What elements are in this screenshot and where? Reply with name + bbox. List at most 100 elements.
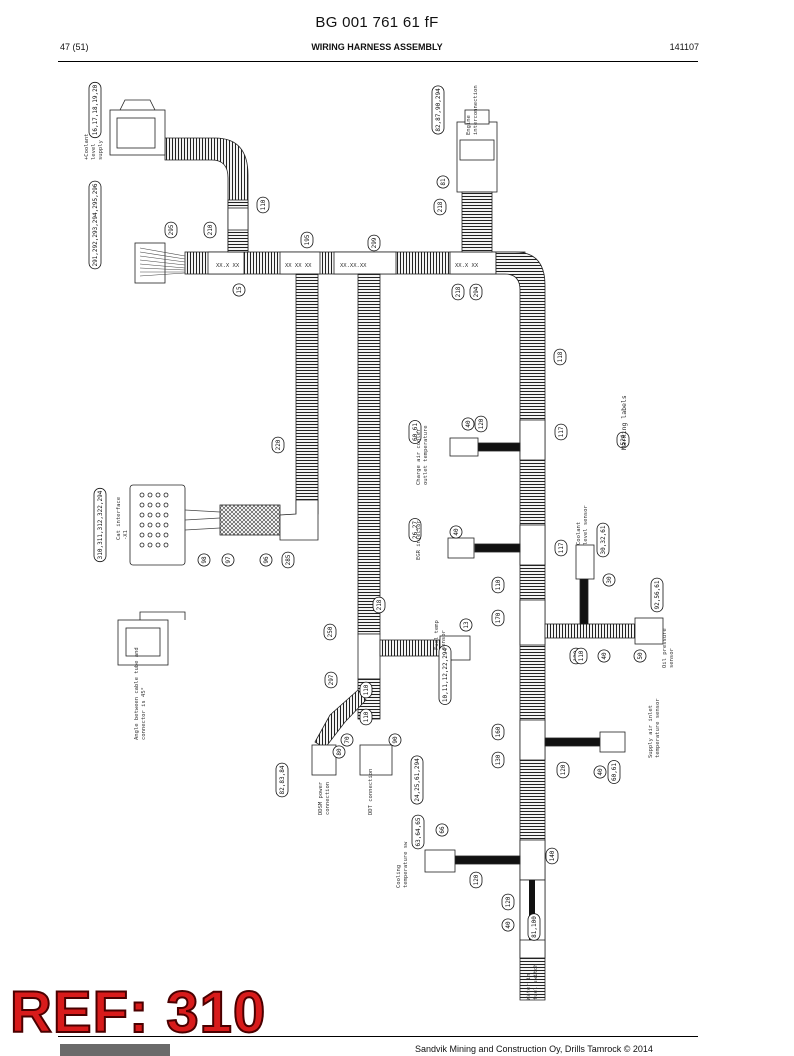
svg-text:Angle between cable tube and: Angle between cable tube and: [134, 647, 140, 740]
annotation-egr: EGR injector: [416, 520, 422, 560]
svg-text:level: level: [91, 143, 97, 160]
part-callout: 291,292,293,294,295,296: [88, 180, 102, 270]
svg-text:level sensor: level sensor: [583, 505, 589, 545]
svg-text:Supply air inlet: Supply air inlet: [648, 705, 654, 758]
svg-text:117: 117: [558, 542, 565, 553]
annotation-cat-interface: Cat interface-X1: [116, 497, 129, 540]
svg-text:170: 170: [495, 612, 502, 623]
part-callout: 170: [491, 609, 505, 627]
svg-text:92,56,61: 92,56,61: [654, 580, 661, 609]
part-callout: 110: [359, 708, 373, 726]
svg-text:110: 110: [363, 684, 370, 695]
svg-text:sensor: sensor: [441, 629, 447, 650]
svg-text:40: 40: [465, 420, 472, 428]
document-title: WIRING HARNESS ASSEMBLY: [311, 42, 443, 52]
svg-text:DDT connection: DDT connection: [368, 769, 374, 815]
part-callout: 60,61: [408, 420, 422, 444]
svg-text:30: 30: [606, 576, 613, 584]
part-callout: 96: [259, 553, 273, 567]
svg-text:110: 110: [578, 650, 585, 661]
svg-text:13: 13: [463, 621, 470, 629]
svg-text:294: 294: [473, 286, 480, 297]
part-callout: 120: [474, 415, 488, 433]
part-callout: 40: [593, 765, 607, 779]
part-callout: 110: [256, 196, 270, 214]
svg-text:110: 110: [260, 199, 267, 210]
svg-text:16,17,18,19,20: 16,17,18,19,20: [92, 84, 99, 135]
part-callout: 218: [372, 596, 386, 614]
part-callout: 30: [602, 573, 616, 587]
part-callout: 110: [574, 647, 588, 665]
svg-text:140: 140: [549, 850, 556, 861]
svg-text:118: 118: [557, 351, 564, 362]
svg-text:EGR injector: EGR injector: [416, 520, 422, 560]
part-callout: 118: [553, 348, 567, 366]
svg-text:120: 120: [478, 418, 485, 429]
part-callout: 285: [281, 551, 295, 569]
part-callout: 97: [221, 553, 235, 567]
svg-text:Coolant: Coolant: [576, 522, 582, 545]
svg-text:50: 50: [637, 652, 644, 660]
part-callout: 66: [435, 823, 449, 837]
part-callout: 24,25,61,294: [410, 755, 424, 805]
svg-text:temperature sw: temperature sw: [403, 841, 409, 888]
annotation-marking-labels: Marking labels: [620, 395, 628, 450]
part-callout: 63,64,65: [411, 814, 425, 850]
part-callout: 50: [633, 649, 647, 663]
svg-text:Marking labels: Marking labels: [620, 395, 628, 450]
svg-text:295: 295: [168, 224, 175, 235]
svg-text:120: 120: [560, 764, 567, 775]
svg-text:15: 15: [236, 286, 243, 294]
svg-text:+Coolant: +Coolant: [84, 134, 90, 161]
svg-text:97: 97: [225, 556, 232, 564]
svg-text:220: 220: [275, 439, 282, 450]
svg-text:63,64,65: 63,64,65: [415, 817, 422, 846]
svg-text:Oil pressure: Oil pressure: [662, 628, 668, 668]
svg-text:40: 40: [505, 921, 512, 929]
part-callout: 195: [300, 231, 314, 249]
svg-text:DDSM power: DDSM power: [318, 781, 324, 815]
svg-text:-X1: -X1: [123, 530, 129, 540]
ref-stamp: REF: 310: [9, 980, 267, 1045]
svg-text:299: 299: [371, 237, 378, 248]
svg-text:81,100: 81,100: [531, 916, 538, 938]
part-callout: 120: [501, 893, 515, 911]
branch-right: [456, 109, 546, 1001]
svg-text:130: 130: [495, 754, 502, 765]
part-callout: 90: [388, 733, 402, 747]
part-callout: 81,100: [527, 913, 541, 941]
svg-text:Fuel temp: Fuel temp: [434, 620, 440, 650]
part-callout: 40: [501, 918, 515, 932]
part-callout: 10,11,12,22,294: [438, 645, 452, 705]
part-callout: 299: [367, 234, 381, 252]
part-callout: 220: [271, 436, 285, 454]
svg-text:XX XX XX: XX XX XX: [285, 263, 312, 269]
angled-connector: [117, 611, 186, 666]
header-rule: [58, 61, 698, 62]
svg-text:117: 117: [558, 426, 565, 437]
part-callout: 130: [491, 751, 505, 769]
part-callout: 120: [556, 761, 570, 779]
annotation-ddt: DDT connection: [368, 769, 374, 815]
part-callout: 295: [164, 221, 178, 239]
svg-text:XX.X XX: XX.X XX: [455, 263, 479, 269]
part-callout: 40: [461, 417, 475, 431]
svg-text:Cooling: Cooling: [396, 865, 402, 888]
svg-text:80: 80: [336, 748, 343, 756]
svg-text:82,87,90,294: 82,87,90,294: [435, 88, 442, 132]
part-callout: 80: [332, 745, 346, 759]
svg-text:285: 285: [285, 554, 292, 565]
svg-text:supply: supply: [98, 139, 104, 160]
svg-text:110: 110: [495, 579, 502, 590]
svg-text:96: 96: [263, 556, 270, 564]
part-callout: 16,17,18,19,20: [88, 81, 102, 139]
part-callout: 218: [433, 198, 447, 216]
svg-text:outlet temperature: outlet temperature: [423, 425, 429, 485]
